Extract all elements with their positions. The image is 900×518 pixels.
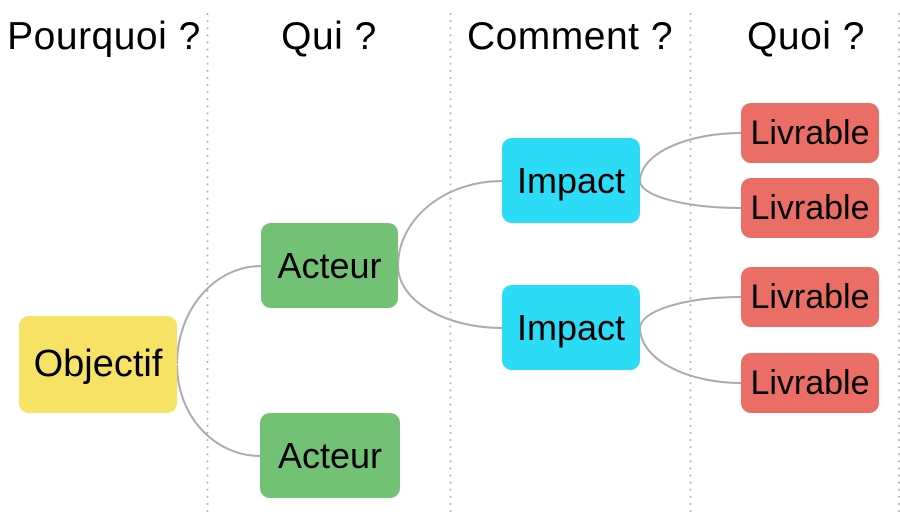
connector-impact-2-to-livrable-4 (639, 327, 742, 384)
connector-impact-1-to-livrable-2 (639, 180, 742, 209)
column-header-quoi: Quoi ? (747, 15, 865, 58)
column-header-pourquoi: Pourquoi ? (7, 15, 201, 58)
node-acteur-1-label: Acteur (277, 244, 382, 286)
node-livrable-1[interactable]: Livrable (741, 103, 879, 163)
node-acteur-2-label: Acteur (277, 434, 383, 476)
node-objectif-label: Objectif (33, 343, 163, 385)
node-impact-2[interactable]: Impact (502, 285, 640, 370)
node-livrable-4[interactable]: Livrable (741, 353, 879, 413)
column-header-qui: Qui ? (281, 15, 377, 58)
node-livrable-1-label: Livrable (750, 113, 870, 152)
node-livrable-4-label: Livrable (750, 363, 870, 402)
node-livrable-3[interactable]: Livrable (741, 267, 879, 327)
node-livrable-3-label: Livrable (750, 277, 870, 316)
connector-impact-2-to-livrable-3 (639, 296, 742, 329)
node-impact-1-label: Impact (516, 159, 626, 201)
connector-objectif-to-acteur-2 (176, 364, 261, 457)
node-livrable-2[interactable]: Livrable (741, 178, 879, 238)
connector-acteur-1-to-impact-2 (397, 265, 503, 329)
connector-acteur-1-to-impact-1 (397, 180, 503, 267)
node-livrable-2-label: Livrable (750, 188, 870, 227)
node-objectif[interactable]: Objectif (19, 316, 177, 413)
node-acteur-1[interactable]: Acteur (261, 223, 398, 308)
column-header-comment: Comment ? (466, 15, 674, 58)
connector-objectif-to-acteur-1 (176, 265, 262, 365)
node-acteur-2[interactable]: Acteur (260, 413, 400, 498)
node-impact-1[interactable]: Impact (502, 138, 640, 223)
connector-impact-1-to-livrable-1 (639, 132, 742, 182)
node-impact-2-label: Impact (516, 306, 626, 348)
